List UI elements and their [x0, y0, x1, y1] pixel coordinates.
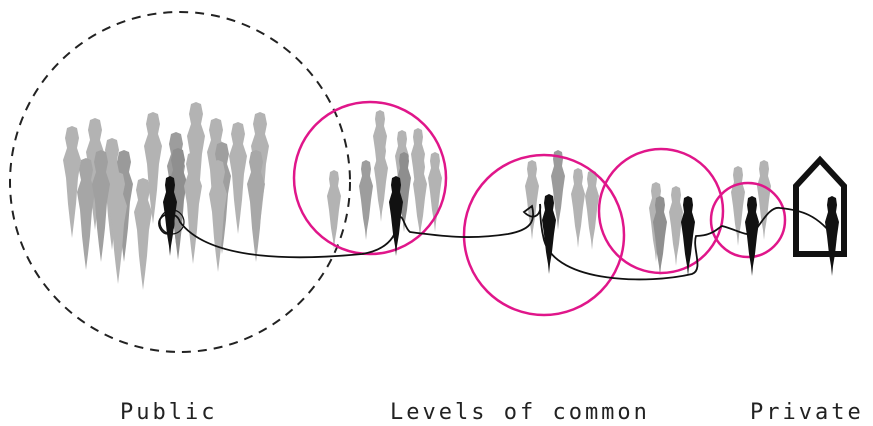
levels-of-common-label: Levels of common [390, 400, 650, 425]
person-icon [825, 196, 839, 276]
public-zone-circle [9, 11, 351, 353]
common-zone-rings [292, 100, 787, 317]
journey-path [158, 203, 837, 281]
private-label: Private [750, 400, 864, 425]
public-label: Public [120, 400, 218, 425]
person-icon [745, 196, 759, 276]
common-crowd-3 [649, 182, 683, 276]
house-icon [793, 155, 847, 257]
person-icon [542, 194, 556, 274]
common-crowd-2 [525, 150, 599, 250]
